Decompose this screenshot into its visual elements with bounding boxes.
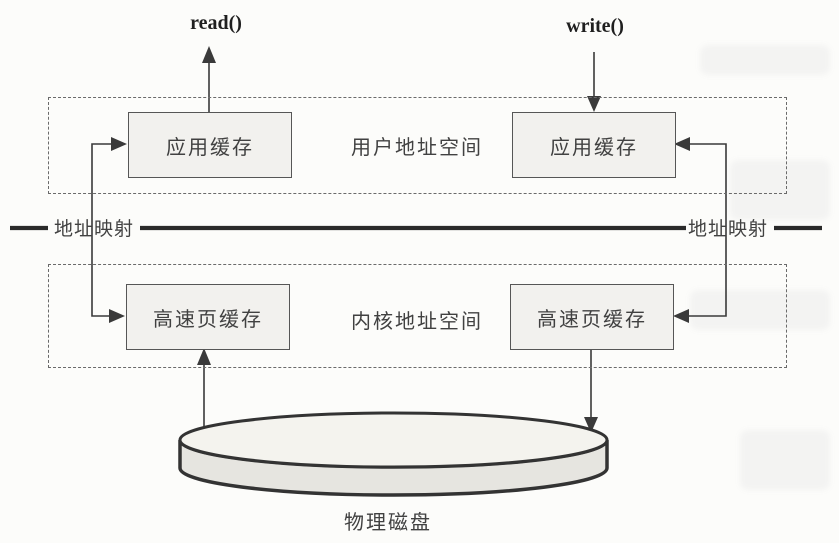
page-cache-box-left: 高速页缓存 [126,284,290,350]
bleed-through-smudge [730,160,830,220]
mapping-connector-right [673,137,727,323]
read-call-label: read() [190,12,242,34]
write-call-label: write() [566,15,624,37]
kernel-space-label: 内核地址空间 [351,311,483,333]
bleed-through-smudge [700,45,830,75]
user-space-region [48,97,787,194]
address-mapping-label-left: 地址映射 [53,219,134,240]
kernel-space-region [48,264,787,368]
page-cache-box-right: 高速页缓存 [510,284,674,350]
write-arrow [587,52,601,112]
disk-write-arrow [584,350,598,433]
mapping-connector-left [91,137,127,323]
disk-read-arrow [197,348,211,428]
physical-disk [178,411,609,497]
bleed-through-smudge [690,290,830,330]
app-cache-box-right: 应用缓存 [512,112,676,178]
physical-disk-label: 物理磁盘 [344,512,432,534]
bleed-through-smudge [740,430,830,490]
address-mapping-label-right: 地址映射 [687,219,768,240]
read-arrow [202,46,216,112]
user-space-label: 用户地址空间 [351,137,483,159]
app-cache-box-left: 应用缓存 [128,112,292,178]
